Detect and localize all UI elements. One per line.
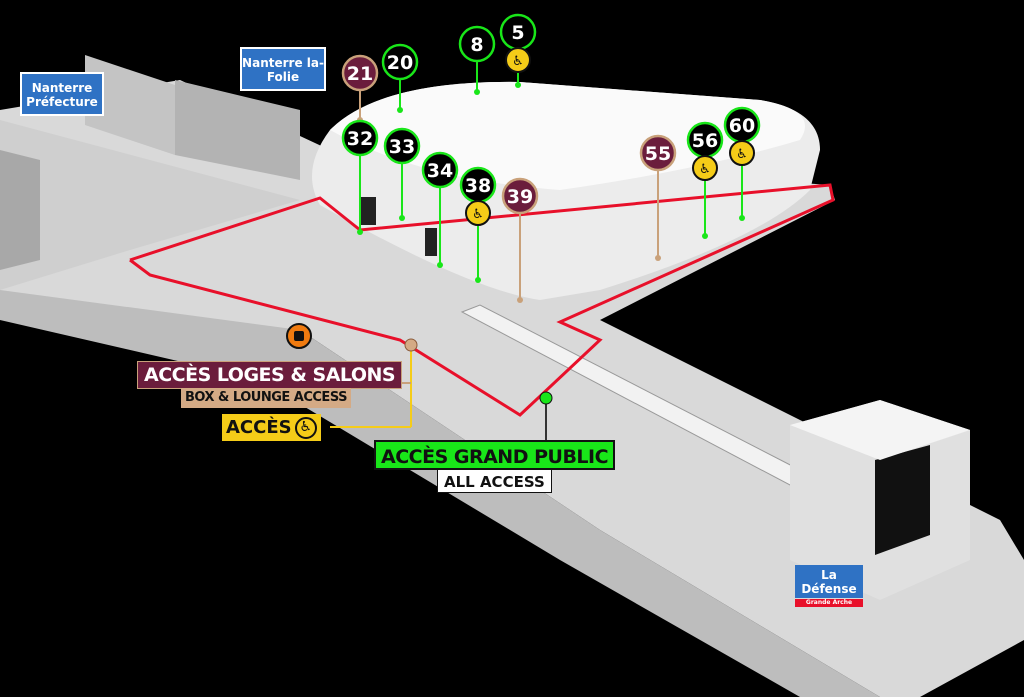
gate-number: 34 bbox=[427, 160, 453, 182]
gate-point bbox=[357, 229, 363, 235]
wheelchair-icon bbox=[465, 200, 491, 226]
gate-20: 20 bbox=[381, 43, 419, 113]
station-name: La Défense bbox=[801, 568, 857, 596]
gate-34: 34 bbox=[421, 151, 459, 268]
gate-point bbox=[702, 233, 708, 239]
station-sign-nanterre-prefecture: Nanterre Préfecture bbox=[20, 72, 104, 116]
gate-55: 55 bbox=[639, 134, 677, 261]
bag-glyph bbox=[294, 331, 304, 341]
gate-number: 33 bbox=[389, 136, 415, 158]
gate-point bbox=[655, 255, 661, 261]
security-perimeter bbox=[129, 183, 835, 417]
pmr-access-label: ACCÈS♿ bbox=[222, 414, 321, 441]
gate-marker bbox=[639, 134, 677, 172]
esplanade-edge bbox=[0, 290, 880, 697]
gate-number: 32 bbox=[347, 128, 373, 150]
gate-marker bbox=[458, 25, 496, 63]
station-subtitle: Grande Arche bbox=[795, 599, 863, 607]
gate-marker bbox=[341, 54, 379, 92]
gate-point bbox=[399, 215, 405, 221]
grande-arche-opening bbox=[875, 445, 930, 555]
wheelchair-glyph: ♿ bbox=[512, 54, 524, 69]
gate-point bbox=[475, 277, 481, 283]
gate-38: 38 ♿ bbox=[459, 166, 497, 283]
gate-8: 8 bbox=[458, 25, 496, 95]
gate-number: 55 bbox=[645, 143, 671, 165]
gate-number: 21 bbox=[347, 63, 373, 85]
gate-marker bbox=[381, 43, 419, 81]
loges-access-point bbox=[404, 338, 418, 352]
arena-entrance bbox=[360, 197, 376, 225]
wheelchair-icon bbox=[505, 47, 531, 73]
wheelchair-icon: ♿ bbox=[294, 416, 317, 439]
gate-number: 39 bbox=[507, 186, 533, 208]
esplanade bbox=[0, 80, 1024, 697]
gate-39: 39 bbox=[501, 177, 539, 303]
gate-marker bbox=[383, 127, 421, 165]
general-access-point bbox=[539, 391, 553, 405]
gate-number: 5 bbox=[511, 22, 524, 44]
wheelchair-glyph: ♿ bbox=[699, 162, 711, 177]
gate-marker bbox=[341, 119, 379, 157]
gate-point bbox=[515, 82, 521, 88]
gate-point bbox=[397, 107, 403, 113]
grande-arche-top bbox=[790, 400, 970, 460]
gate-number: 60 bbox=[729, 115, 755, 137]
road bbox=[0, 120, 300, 290]
gate-21: 21 bbox=[341, 54, 379, 123]
building bbox=[85, 55, 175, 155]
gate-marker bbox=[501, 177, 539, 215]
building bbox=[175, 80, 300, 180]
gate-point bbox=[437, 262, 443, 268]
wheelchair-icon bbox=[729, 140, 755, 166]
building bbox=[0, 150, 40, 270]
wheelchair-glyph: ♿ bbox=[472, 207, 484, 222]
wheelchair-glyph: ♿ bbox=[736, 147, 748, 162]
gate-marker bbox=[421, 151, 459, 189]
gate-number: 20 bbox=[387, 52, 413, 74]
gate-33: 33 bbox=[383, 127, 421, 221]
wheelchair-icon bbox=[692, 155, 718, 181]
gate-60: 60 ♿ bbox=[723, 106, 761, 221]
pmr-access-text: ACCÈS bbox=[226, 417, 292, 438]
gate-point bbox=[474, 89, 480, 95]
gate-number: 38 bbox=[465, 175, 491, 197]
gate-point bbox=[739, 215, 745, 221]
loges-access-label: ACCÈS LOGES & SALONS bbox=[137, 361, 403, 389]
all-access-label: ALL ACCESS bbox=[437, 469, 552, 493]
arena-entrance bbox=[425, 228, 437, 256]
gate-point bbox=[517, 297, 523, 303]
gate-5: 5♿ bbox=[499, 13, 537, 88]
gate-56: 56 ♿ bbox=[686, 121, 724, 239]
box-lounge-access-label: BOX & LOUNGE ACCESS bbox=[181, 388, 351, 408]
general-access-label: ACCÈS GRAND PUBLIC bbox=[374, 440, 616, 470]
gate-32: 32 bbox=[341, 119, 379, 235]
gate-number: 56 bbox=[692, 130, 718, 152]
station-sign-nanterre-la-folie: Nanterre la-Folie bbox=[240, 47, 326, 91]
gate-number: 8 bbox=[470, 34, 483, 56]
